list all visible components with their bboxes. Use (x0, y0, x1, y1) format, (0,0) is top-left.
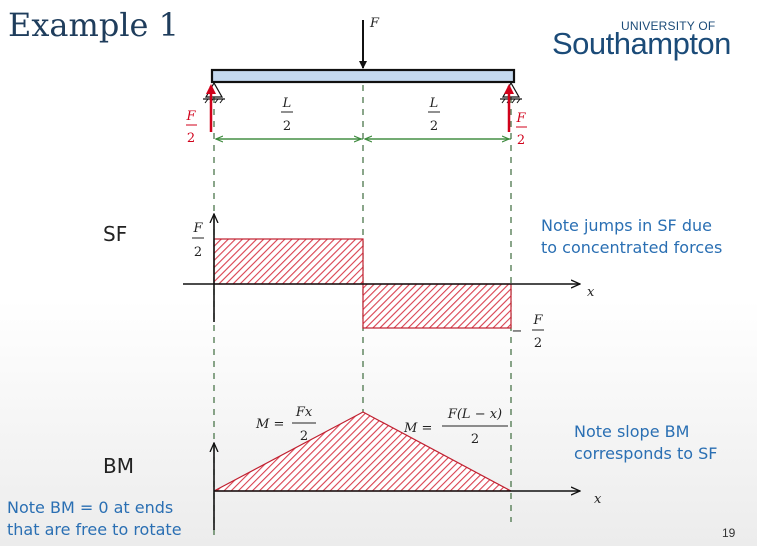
right-reaction-label: F 2 (515, 111, 527, 148)
svg-text:2: 2 (283, 119, 291, 134)
sf-positive-label: F 2 (192, 221, 204, 260)
sf-note-line2: to concentrated forces (541, 238, 723, 257)
svg-text:2: 2 (300, 429, 308, 444)
svg-text:F: F (532, 313, 543, 328)
sf-label: SF (103, 222, 128, 246)
sf-negative-label: − F 2 (512, 313, 544, 351)
sf-note: Note jumps in SF due to concentrated for… (541, 215, 722, 259)
svg-text:F: F (515, 111, 526, 126)
svg-text:2: 2 (517, 133, 525, 148)
bm-note-line1: Note slope BM (574, 422, 690, 441)
svg-text:2: 2 (430, 119, 438, 134)
svg-text:L: L (429, 96, 439, 111)
bm-label: BM (103, 454, 134, 478)
sf-note-line1: Note jumps in SF due (541, 216, 712, 235)
svg-text:F: F (192, 221, 203, 236)
bm-ends-note-line1: Note BM = 0 at ends (7, 498, 174, 517)
sf-positive-region (213, 238, 364, 285)
bm-note-line2: corresponds to SF (574, 444, 718, 463)
bm-axis-label: x (594, 492, 602, 507)
bm-ends-note: Note BM = 0 at ends that are free to rot… (7, 497, 182, 541)
bm-right-equation: M = F(L − x) 2 (403, 407, 508, 447)
span-label-right: L 2 (428, 96, 440, 134)
svg-text:2: 2 (471, 432, 479, 447)
slide-title: Example 1 (8, 6, 180, 44)
svg-text:2: 2 (187, 131, 195, 146)
svg-text:Fx: Fx (295, 405, 313, 420)
page-number: 19 (722, 526, 736, 540)
university-logo: Southampton (552, 26, 731, 61)
svg-text:−: − (512, 324, 523, 339)
bm-note: Note slope BM corresponds to SF (574, 421, 717, 465)
svg-text:L: L (282, 96, 292, 111)
beam (210, 68, 516, 84)
sf-axis-label: x (587, 285, 595, 300)
svg-text:F(L − x): F(L − x) (447, 407, 502, 422)
load-label: F (369, 16, 380, 31)
svg-text:M =: M = (403, 421, 432, 436)
svg-text:2: 2 (194, 245, 202, 260)
svg-text:2: 2 (534, 336, 542, 351)
svg-text:M =: M = (255, 417, 284, 432)
left-reaction-label: F 2 (185, 109, 197, 146)
university-logo-top: UNIVERSITY OF (621, 19, 716, 33)
bm-left-equation: M = Fx 2 (255, 405, 316, 444)
bm-ends-note-line2: that are free to rotate (7, 520, 182, 539)
sf-negative-region (362, 283, 512, 329)
svg-text:F: F (185, 109, 196, 124)
span-label-left: L 2 (281, 96, 293, 134)
